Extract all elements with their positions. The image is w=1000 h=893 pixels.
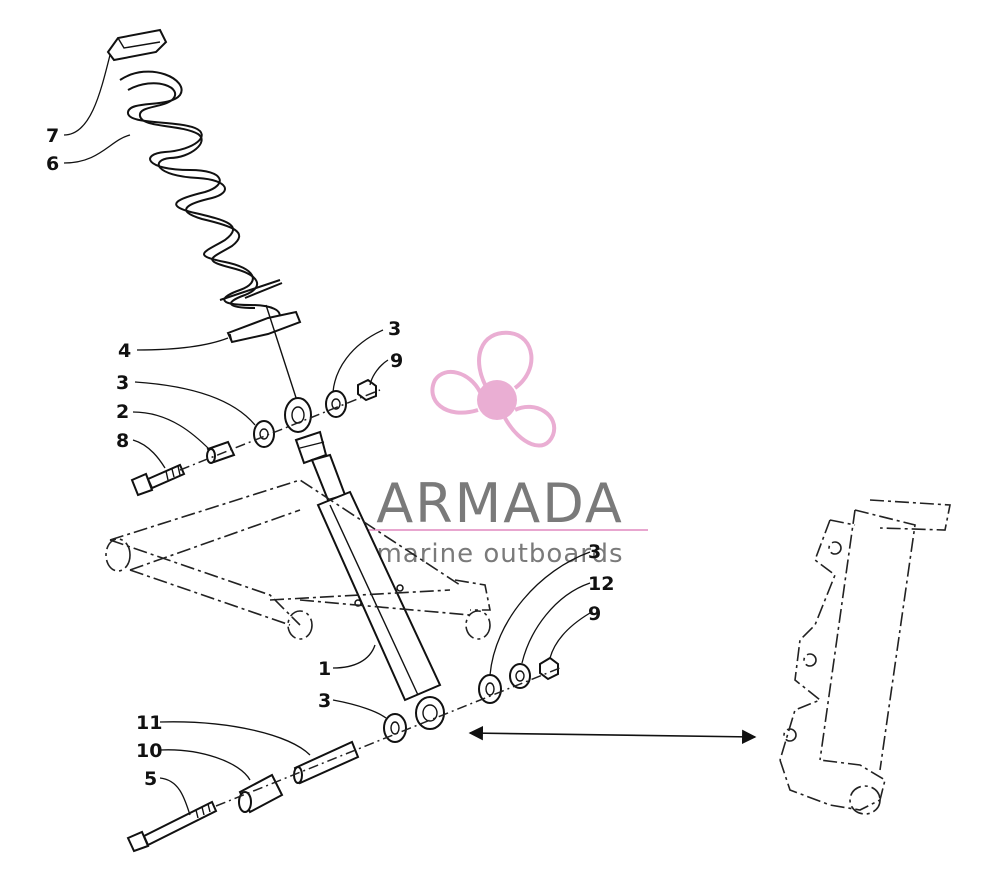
callout-10: 10 <box>136 740 162 762</box>
callout-8: 8 <box>116 430 129 452</box>
callout-12: 12 <box>588 573 614 595</box>
part-7-spring-retainer <box>106 28 168 62</box>
part-5-lower-bolt <box>126 800 218 853</box>
part-6-coil-spring <box>119 70 283 321</box>
part-3-upper-bushing-right <box>325 390 347 418</box>
alignment-arrow <box>468 725 757 745</box>
callout-9-lower: 9 <box>588 603 601 625</box>
callout-2: 2 <box>116 401 129 423</box>
callout-5: 5 <box>144 768 157 790</box>
part-11-sleeve <box>293 740 360 785</box>
watermark-brand-name: ARMADA <box>376 472 624 535</box>
part-8-upper-bolt <box>130 463 186 497</box>
callout-3-lower-right: 3 <box>588 541 601 563</box>
callout-3-lower-left: 3 <box>318 690 331 712</box>
part-10-bushing-sleeve <box>238 773 284 814</box>
callout-3-upper-right: 3 <box>388 318 401 340</box>
a-arm-phantom <box>105 479 491 640</box>
spindle-phantom <box>779 499 951 815</box>
callout-1: 1 <box>318 658 331 680</box>
callout-4: 4 <box>118 340 131 362</box>
watermark-propeller-logo <box>430 330 557 448</box>
part-9-lower-nut <box>539 656 559 681</box>
callout-6: 6 <box>46 153 59 175</box>
part-9-upper-nut <box>357 378 377 402</box>
callout-7: 7 <box>46 125 59 147</box>
callout-leaders <box>63 54 591 816</box>
part-4-spring-seat <box>226 310 302 344</box>
part-3-lower-bushing-left <box>383 713 407 743</box>
callout-11: 11 <box>136 712 162 734</box>
callout-9-upper: 9 <box>390 350 403 372</box>
part-3-upper-bushing-left <box>253 420 275 448</box>
callout-3-upper-left: 3 <box>116 372 129 394</box>
part-1-shock-absorber <box>265 304 445 730</box>
part-2-upper-spacer <box>206 440 236 464</box>
watermark-tagline: marine outboards <box>376 539 623 569</box>
part-12-washer <box>509 663 531 689</box>
